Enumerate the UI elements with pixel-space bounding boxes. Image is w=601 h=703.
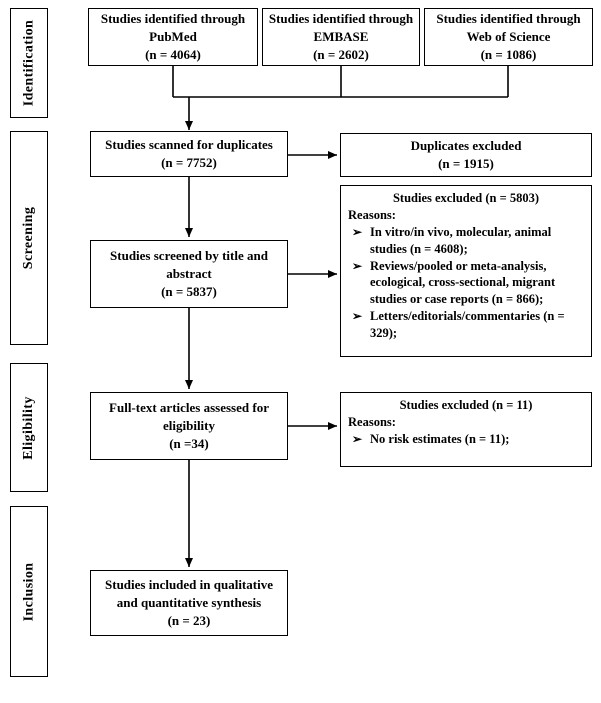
source-box-web-of-science: Studies identified through Web of Scienc… — [424, 8, 593, 66]
screened-text: Studies screened by title and abstract — [110, 247, 268, 281]
pubmed-line1: Studies identified through — [100, 10, 246, 26]
wos-count: (n = 1086) — [480, 47, 537, 63]
screening-excluded-reason-2: Reviews/pooled or meta-analysis, ecologi… — [370, 258, 556, 307]
stage-eligibility-label: Eligibility — [21, 395, 36, 460]
stage-screening-label: Screening — [21, 206, 37, 270]
list-item: ➢ Letters/editorials/commentaries (n = 3… — [352, 308, 584, 342]
embase-count: (n = 2602) — [313, 47, 369, 63]
eligibility-excluded-title: Studies excluded (n = 11) — [399, 398, 533, 412]
fulltext-count: (n =34) — [169, 436, 209, 452]
eligibility-excluded-box: Studies excluded (n = 11) Reasons: ➢ No … — [340, 392, 592, 467]
list-item: ➢ Reviews/pooled or meta-analysis, ecolo… — [352, 258, 584, 309]
pubmed-line2: PubMed — [149, 28, 197, 44]
source-box-embase: Studies identified through EMBASE (n = 2… — [262, 8, 420, 66]
list-item: ➢ In vitro/in vivo, molecular, animal st… — [352, 224, 584, 258]
duplicates-excluded-box: Duplicates excluded (n = 1915) — [340, 133, 592, 177]
scanned-duplicates-box: Studies scanned for duplicates (n = 7752… — [90, 131, 288, 177]
wos-line2: Web of Science — [466, 28, 551, 44]
screening-excluded-reason-3: Letters/editorials/commentaries (n = 329… — [370, 309, 565, 340]
screening-excluded-reasons-label: Reasons: — [348, 207, 396, 222]
stage-inclusion-label: Inclusion — [21, 562, 37, 621]
screening-excluded-title: Studies excluded (n = 5803) — [392, 191, 540, 205]
embase-line1: Studies identified through — [268, 10, 414, 26]
list-item: ➢ No risk estimates (n = 11); — [352, 431, 584, 448]
included-count: (n = 23) — [167, 613, 211, 629]
stage-inclusion: Inclusion — [10, 506, 48, 677]
screening-excluded-reason-1: In vitro/in vivo, molecular, animal stud… — [370, 224, 552, 256]
included-text: Studies included in qualitative and quan… — [105, 576, 273, 610]
stage-identification: Identification — [10, 8, 48, 118]
arrow-bullet-icon: ➢ — [352, 224, 363, 239]
duplicates-excluded-count: (n = 1915) — [438, 156, 494, 171]
eligibility-excluded-reason-1: No risk estimates (n = 11); — [370, 431, 510, 446]
screened-count: (n = 5837) — [161, 284, 217, 300]
arrow-bullet-icon: ➢ — [352, 258, 363, 273]
stage-screening: Screening — [10, 131, 48, 345]
stage-identification-label: Identification — [21, 19, 36, 107]
scanned-text: Studies scanned for duplicates — [105, 136, 273, 152]
pubmed-count: (n = 4064) — [145, 47, 201, 63]
fulltext-text: Full-text articles assessed for eligibil… — [109, 399, 269, 433]
stage-eligibility: Eligibility — [10, 363, 48, 492]
duplicates-excluded-title: Duplicates excluded — [410, 137, 522, 153]
screening-excluded-box: Studies excluded (n = 5803) Reasons: ➢ I… — [340, 185, 592, 357]
source-box-pubmed: Studies identified through PubMed (n = 4… — [88, 8, 258, 66]
fulltext-box: Full-text articles assessed for eligibil… — [90, 392, 288, 460]
scanned-count: (n = 7752) — [161, 155, 217, 170]
eligibility-excluded-reasons-label: Reasons: — [348, 414, 396, 429]
included-box: Studies included in qualitative and quan… — [90, 570, 288, 636]
wos-line1: Studies identified through — [436, 10, 581, 26]
arrow-bullet-icon: ➢ — [352, 431, 363, 446]
screened-box: Studies screened by title and abstract (… — [90, 240, 288, 308]
arrow-bullet-icon: ➢ — [352, 309, 363, 324]
embase-line2: EMBASE — [313, 28, 369, 44]
